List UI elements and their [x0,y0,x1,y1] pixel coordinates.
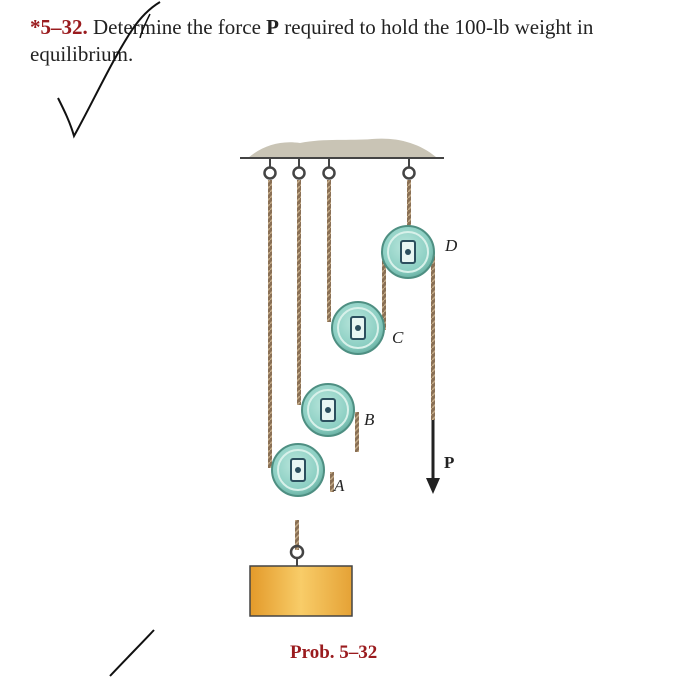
label-p: P [444,453,454,472]
pulley-d [381,225,435,279]
ceiling [240,138,444,159]
figure-caption: Prob. 5–32 [290,642,378,663]
problem-text-after: required to hold the 100-lb weight in eq… [30,15,594,66]
label-b: B [364,410,375,429]
problem-number: *5–32. [30,15,88,39]
label-d: D [444,236,458,255]
ropes [268,180,435,550]
pulley-c [331,301,385,355]
force-arrow [426,420,440,494]
pulley-a [271,443,325,497]
force-symbol: P [266,15,279,39]
pen-stroke-icon [109,629,155,677]
label-a: A [333,476,345,495]
label-c: C [392,328,404,347]
weight-block [249,565,353,617]
problem-text-before: Determine the force [93,15,267,39]
weight-hook [289,544,305,566]
checkmark-icon [57,1,161,139]
pulley-b [301,383,355,437]
problem-statement: *5–32. Determine the force P required to… [30,14,680,68]
ceiling-hooks [263,159,416,180]
